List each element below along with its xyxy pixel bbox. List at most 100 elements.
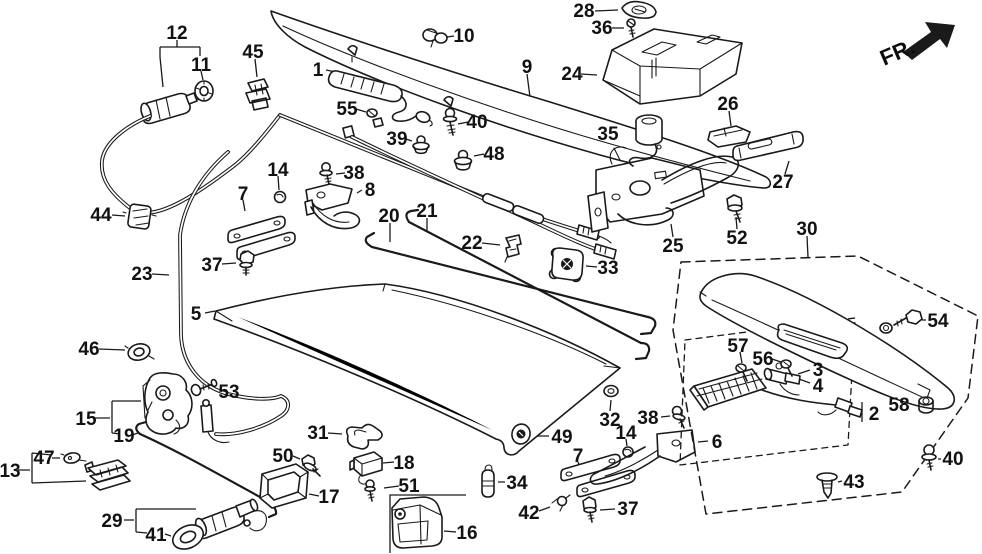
part-label-22: 22 [461, 233, 482, 254]
part-clip-44 [122, 203, 157, 230]
part-bolt-52 [726, 194, 743, 223]
fr-direction-label: FR. [876, 34, 918, 71]
part-label-42: 42 [518, 503, 539, 524]
part-label-11: 11 [191, 55, 212, 76]
part-clip-26 [707, 125, 751, 148]
part-label-40: 40 [942, 449, 963, 470]
part-nut-58 [918, 396, 934, 414]
part-bolt-40-top [442, 107, 458, 136]
part-label-53: 53 [218, 382, 239, 403]
part-label-25: 25 [662, 236, 684, 257]
part-clip-18 [349, 451, 383, 485]
part-label-1: 1 [313, 60, 324, 81]
part-label-14: 14 [615, 423, 637, 444]
part-bolt-37-right [582, 496, 597, 523]
part-label-20: 20 [378, 206, 399, 227]
part-label-51: 51 [398, 476, 420, 497]
part-label-30: 30 [796, 219, 817, 240]
part-label-44: 44 [90, 205, 112, 226]
part-bar-27 [732, 130, 804, 162]
part-label-55: 55 [336, 99, 358, 120]
callout-group-brackets [18, 40, 863, 553]
part-label-2: 2 [869, 404, 880, 425]
part-bolt-40-bottom [921, 444, 937, 471]
part-label-45: 45 [242, 42, 264, 63]
part-clip-42 [551, 494, 571, 512]
part-label-15: 15 [75, 409, 97, 430]
part-clip-10 [422, 28, 448, 48]
part-label-40: 40 [466, 112, 487, 133]
part-label-12: 12 [166, 23, 187, 44]
part-label-37: 37 [617, 499, 638, 520]
part-label-35: 35 [597, 124, 619, 145]
part-stay-left [227, 215, 296, 261]
part-label-31: 31 [307, 423, 329, 444]
part-clip-28 [621, 0, 657, 19]
fr-direction-indicator: FR. [876, 22, 955, 71]
part-label-28: 28 [573, 1, 594, 22]
part-grommet-32 [603, 384, 619, 398]
part-rod-19 [135, 420, 278, 519]
part-label-19: 19 [113, 426, 134, 447]
part-label-26: 26 [717, 94, 738, 115]
part-hinge-left [304, 183, 361, 230]
part-label-32: 32 [599, 410, 620, 431]
part-label-58: 58 [888, 395, 909, 416]
part-hinge-right [589, 429, 696, 485]
part-label-43: 43 [843, 472, 864, 493]
part-opener-switch [140, 91, 204, 125]
part-clip-22 [504, 234, 522, 263]
part-label-54: 54 [927, 311, 949, 332]
part-label-38: 38 [637, 408, 658, 429]
part-clip-45 [245, 78, 271, 111]
part-harness-2 [761, 362, 863, 418]
part-latch-15 [142, 372, 193, 435]
part-label-33: 33 [597, 258, 618, 279]
part-label-49: 49 [551, 427, 572, 448]
part-bulb-47 [60, 452, 87, 464]
part-label-41: 41 [145, 525, 167, 546]
part-nut-48 [453, 149, 473, 171]
part-block-33 [548, 247, 584, 283]
part-grommet-49 [511, 423, 531, 445]
part-label-38: 38 [343, 163, 364, 184]
part-bolt-53 [190, 378, 218, 397]
part-label-8: 8 [365, 180, 376, 201]
part-label-18: 18 [393, 453, 414, 474]
part-label-34: 34 [506, 473, 528, 494]
part-catch-17 [259, 463, 309, 509]
part-rear-panel-24 [602, 28, 743, 105]
part-label-6: 6 [712, 432, 723, 453]
part-rod-21 [405, 208, 651, 361]
part-screw-36 [626, 18, 636, 38]
part-label-23: 23 [131, 264, 152, 285]
part-hook-31 [345, 423, 383, 450]
part-label-21: 21 [416, 201, 438, 222]
part-latch-bracket-25 [587, 146, 740, 233]
part-label-37: 37 [201, 255, 222, 276]
part-label-5: 5 [191, 304, 202, 325]
option-box-outer [672, 255, 979, 515]
part-label-24: 24 [561, 64, 583, 85]
part-label-52: 52 [726, 228, 747, 249]
part-key-cylinder-29 [194, 498, 267, 540]
part-trunk-lid [213, 283, 621, 456]
part-screw-55 [366, 108, 384, 128]
part-label-10: 10 [453, 26, 474, 47]
fr-arrow-icon [903, 22, 955, 60]
part-label-56: 56 [752, 349, 773, 370]
part-bolt-37-left [239, 250, 255, 276]
part-boot-41 [171, 524, 205, 550]
part-label-13: 13 [0, 461, 21, 482]
part-license-housing-16 [391, 496, 443, 549]
part-label-36: 36 [591, 18, 612, 39]
part-screw-57 [735, 363, 748, 382]
part-striker-13 [84, 459, 131, 491]
part-label-29: 29 [101, 511, 122, 532]
part-cushion-34 [481, 464, 495, 498]
part-label-4: 4 [813, 376, 824, 397]
part-label-7: 7 [238, 184, 249, 205]
part-nut-39 [412, 135, 430, 155]
part-bolt-38-right [671, 405, 686, 429]
